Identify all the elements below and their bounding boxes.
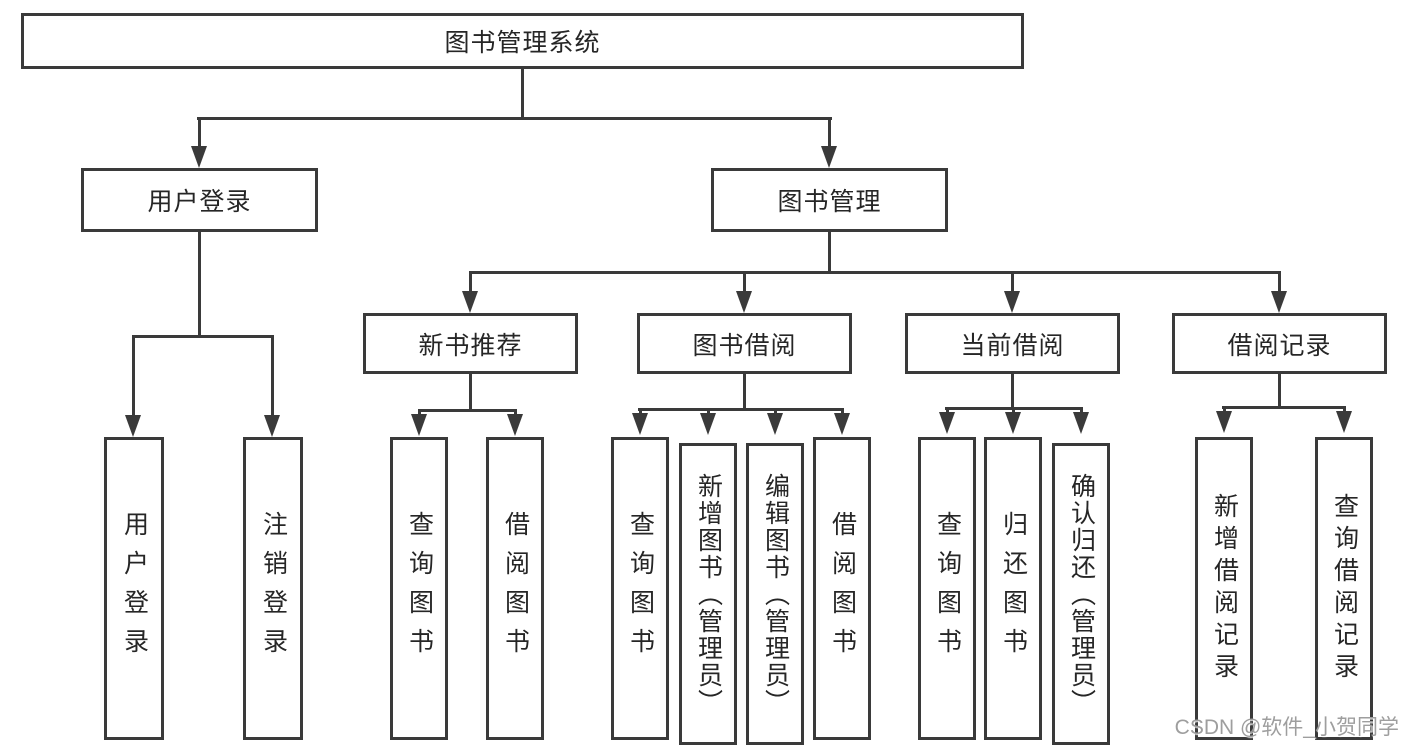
csdn-watermark: CSDN @软件_小贺同学: [1174, 716, 1399, 739]
connector-borrow-drop-4: [841, 408, 844, 414]
leaf-recommend-borrow-book: 借阅图书: [486, 437, 544, 740]
leaf-logout: 注销登录: [243, 437, 303, 740]
arrow-down-icon: [1073, 412, 1089, 434]
leaf-recommend-query-book: 查询图书: [390, 437, 448, 740]
node-book-manage: 图书管理: [711, 168, 948, 232]
arrow-down-icon: [700, 413, 716, 435]
leaf-confirm-return-admin: 确认归还（管理员）: [1052, 443, 1110, 745]
leaf-edit-book-admin: 编辑图书（管理员）: [746, 443, 804, 745]
arrow-down-icon: [834, 413, 850, 435]
leaf-add-book-admin: 新增图书（管理员）: [679, 443, 737, 745]
connector-login-stem: [198, 232, 201, 337]
leaf-user-login-label: 用户登录: [120, 510, 149, 667]
node-current-borrow: 当前借阅: [905, 313, 1120, 374]
leaf-recommend-query-book-label: 查询图书: [405, 510, 434, 667]
leaf-confirm-return-admin-label: 确认归还（管理员）: [1067, 472, 1096, 716]
connector-borrow-drop-3: [774, 408, 777, 414]
arrow-down-icon: [264, 415, 280, 437]
arrow-down-icon: [821, 146, 837, 168]
leaf-add-book-admin-label: 新增图书（管理员）: [694, 472, 723, 716]
node-user-login-label: 用户登录: [147, 188, 252, 216]
connector-records-drop-1: [1223, 406, 1226, 412]
node-current-borrow-label: 当前借阅: [960, 331, 1065, 360]
connector-manage-drop-3: [1011, 271, 1014, 291]
connector-current-drop-3: [1080, 407, 1083, 413]
arrow-down-icon: [1336, 411, 1352, 433]
leaf-current-query-book-label: 查询图书: [933, 510, 962, 667]
connector-recommend-bar: [418, 409, 517, 412]
connector-current-stem: [1011, 374, 1014, 409]
connector-current-drop-2: [1012, 407, 1015, 413]
leaf-return-book: 归还图书: [984, 437, 1042, 740]
leaf-borrow-query-book: 查询图书: [611, 437, 669, 740]
connector-borrow-bar: [638, 408, 844, 411]
leaf-borrow-query-book-label: 查询图书: [626, 510, 655, 667]
connector-borrow-stem: [743, 374, 746, 410]
connector-manage-stem: [828, 232, 831, 273]
connector-manage-bar: [469, 271, 1281, 274]
connector-borrow-drop-2: [707, 408, 710, 414]
connector-login-bar: [132, 335, 274, 338]
node-book-borrow: 图书借阅: [637, 313, 852, 374]
connector-root-stem: [521, 69, 524, 119]
connector-root-bar: [197, 117, 832, 120]
leaf-borrow-book: 借阅图书: [813, 437, 871, 740]
connector-manage-drop-2: [743, 271, 746, 291]
connector-login-drop-left: [132, 335, 135, 415]
node-new-book-recommend: 新书推荐: [363, 313, 578, 374]
arrow-down-icon: [125, 415, 141, 437]
arrow-down-icon: [767, 413, 783, 435]
arrow-down-icon: [1005, 412, 1021, 434]
node-user-login: 用户登录: [81, 168, 318, 232]
connector-borrow-drop-1: [639, 408, 642, 414]
arrow-down-icon: [1004, 291, 1020, 313]
leaf-user-login: 用户登录: [104, 437, 164, 740]
node-new-book-recommend-label: 新书推荐: [418, 331, 523, 360]
connector-recommend-stem: [469, 374, 472, 411]
connector-recommend-drop-1: [418, 409, 421, 415]
leaf-add-borrow-record: 新增借阅记录: [1195, 437, 1253, 740]
leaf-query-borrow-record-label: 查询借阅记录: [1330, 492, 1359, 685]
leaf-logout-label: 注销登录: [259, 510, 288, 667]
leaf-recommend-borrow-book-label: 借阅图书: [501, 510, 530, 667]
arrow-down-icon: [939, 412, 955, 434]
connector-recommend-drop-2: [514, 409, 517, 415]
leaf-borrow-book-label: 借阅图书: [828, 510, 857, 667]
arrow-down-icon: [462, 291, 478, 313]
node-borrow-records: 借阅记录: [1172, 313, 1387, 374]
connector-manage-drop-1: [469, 271, 472, 291]
leaf-edit-book-admin-label: 编辑图书（管理员）: [761, 472, 790, 716]
leaf-query-borrow-record: 查询借阅记录: [1315, 437, 1373, 740]
arrow-down-icon: [1271, 291, 1287, 313]
connector-root-drop-right: [828, 117, 831, 148]
node-borrow-records-label: 借阅记录: [1227, 331, 1332, 360]
connector-manage-drop-4: [1278, 271, 1281, 291]
node-book-manage-label: 图书管理: [777, 188, 882, 216]
connector-records-drop-2: [1343, 406, 1346, 412]
arrow-down-icon: [411, 414, 427, 436]
arrow-down-icon: [191, 146, 207, 168]
node-book-borrow-label: 图书借阅: [692, 331, 797, 360]
connector-records-stem: [1278, 374, 1281, 408]
connector-current-drop-1: [946, 407, 949, 413]
node-root: 图书管理系统: [21, 13, 1024, 69]
leaf-current-query-book: 查询图书: [918, 437, 976, 740]
leaf-add-borrow-record-label: 新增借阅记录: [1210, 492, 1239, 685]
connector-root-drop-left: [198, 117, 201, 148]
leaf-return-book-label: 归还图书: [999, 510, 1028, 667]
connector-login-drop-right: [271, 335, 274, 415]
arrow-down-icon: [736, 291, 752, 313]
arrow-down-icon: [507, 414, 523, 436]
node-root-label: 图书管理系统: [444, 29, 601, 57]
arrow-down-icon: [1216, 411, 1232, 433]
connector-records-bar: [1222, 406, 1346, 409]
arrow-down-icon: [632, 413, 648, 435]
